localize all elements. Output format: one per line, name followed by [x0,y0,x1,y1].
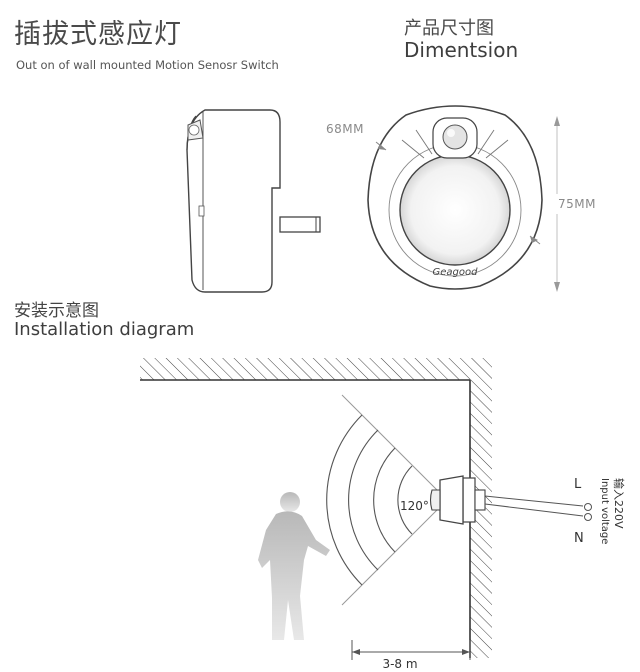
wire-label-L: L [574,477,582,492]
brand-logo: Geagood [433,267,479,278]
input-voltage-en: Input voltage [599,478,610,544]
device-front-view: Geagood 68MM 75MM [326,105,608,292]
installation-title-en: Installation diagram [14,319,195,340]
dimension-title-en: Dimentsion [404,38,519,62]
detection-zone [326,394,448,606]
dimension-title-cn: 产品尺寸图 [404,18,494,39]
installation-diagram: 120° L N 输入220V Input voltage [140,358,626,671]
person-silhouette [258,492,330,640]
page-title: 插拔式感应灯 [14,19,182,50]
wire-label-N: N [574,531,584,546]
page-subtitle: Out on of wall mounted Motion Senosr Swi… [16,58,279,72]
device-side-view [186,109,321,293]
detection-angle-label: 120° [400,499,429,513]
input-voltage-cn: 输入220V [612,478,626,529]
distance-label: 3-8 m [382,657,417,671]
width-dimension-label: 68MM [326,122,364,136]
ceiling [140,358,470,381]
height-dimension-label: 75MM [558,197,596,211]
mounted-sensor [429,475,486,525]
installation-title-cn: 安装示意图 [14,301,99,321]
distance-dimension [351,640,471,660]
input-wires [484,495,592,521]
